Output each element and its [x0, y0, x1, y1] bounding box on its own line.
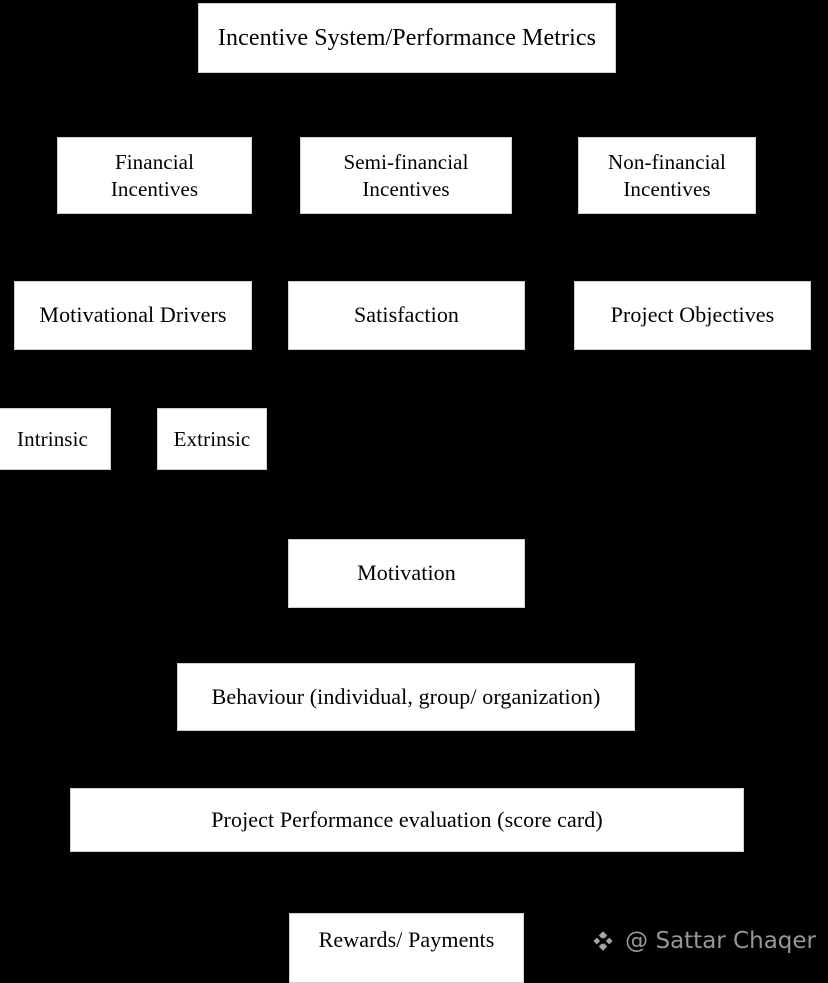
node-motivational-drivers: Motivational Drivers	[14, 281, 252, 350]
node-satisfaction: Satisfaction	[288, 281, 525, 350]
node-financial-incentives: Financial Incentives	[57, 137, 252, 214]
node-project-objectives: Project Objectives	[574, 281, 811, 350]
node-label: Semi-financial Incentives	[343, 149, 469, 201]
watermark: @ Sattar Chaqer	[590, 928, 816, 954]
diamond-cluster-icon	[590, 928, 616, 954]
node-label: Behaviour (individual, group/ organizati…	[211, 683, 601, 709]
node-intrinsic: Intrinsic	[0, 408, 111, 470]
node-label: Project Objectives	[610, 302, 775, 328]
node-label: Motivation	[357, 560, 456, 586]
node-non-financial-incentives: Non-financial Incentives	[578, 137, 756, 214]
node-extrinsic: Extrinsic	[157, 408, 267, 470]
node-project-performance-evaluation: Project Performance evaluation (score ca…	[70, 788, 744, 852]
node-motivation: Motivation	[288, 539, 525, 608]
node-label: Satisfaction	[353, 302, 460, 328]
node-label: Financial Incentives	[110, 149, 199, 201]
node-label: Non-financial Incentives	[608, 149, 726, 201]
node-label: Project Performance evaluation (score ca…	[211, 806, 603, 832]
node-label: Intrinsic	[17, 426, 88, 451]
diagram-canvas: Incentive System/Performance Metrics Fin…	[0, 3, 816, 983]
node-behaviour: Behaviour (individual, group/ organizati…	[177, 663, 635, 731]
node-rewards-payments: Rewards/ Payments	[289, 913, 524, 983]
node-label: Incentive System/Performance Metrics	[217, 24, 597, 51]
watermark-text: @ Sattar Chaqer	[625, 928, 816, 954]
node-label: Extrinsic	[173, 426, 251, 451]
node-label: Rewards/ Payments	[318, 927, 495, 952]
node-incentive-system-performance-metrics: Incentive System/Performance Metrics	[198, 3, 616, 73]
node-label: Motivational Drivers	[39, 302, 227, 328]
node-semi-financial-incentives: Semi-financial Incentives	[300, 137, 512, 214]
